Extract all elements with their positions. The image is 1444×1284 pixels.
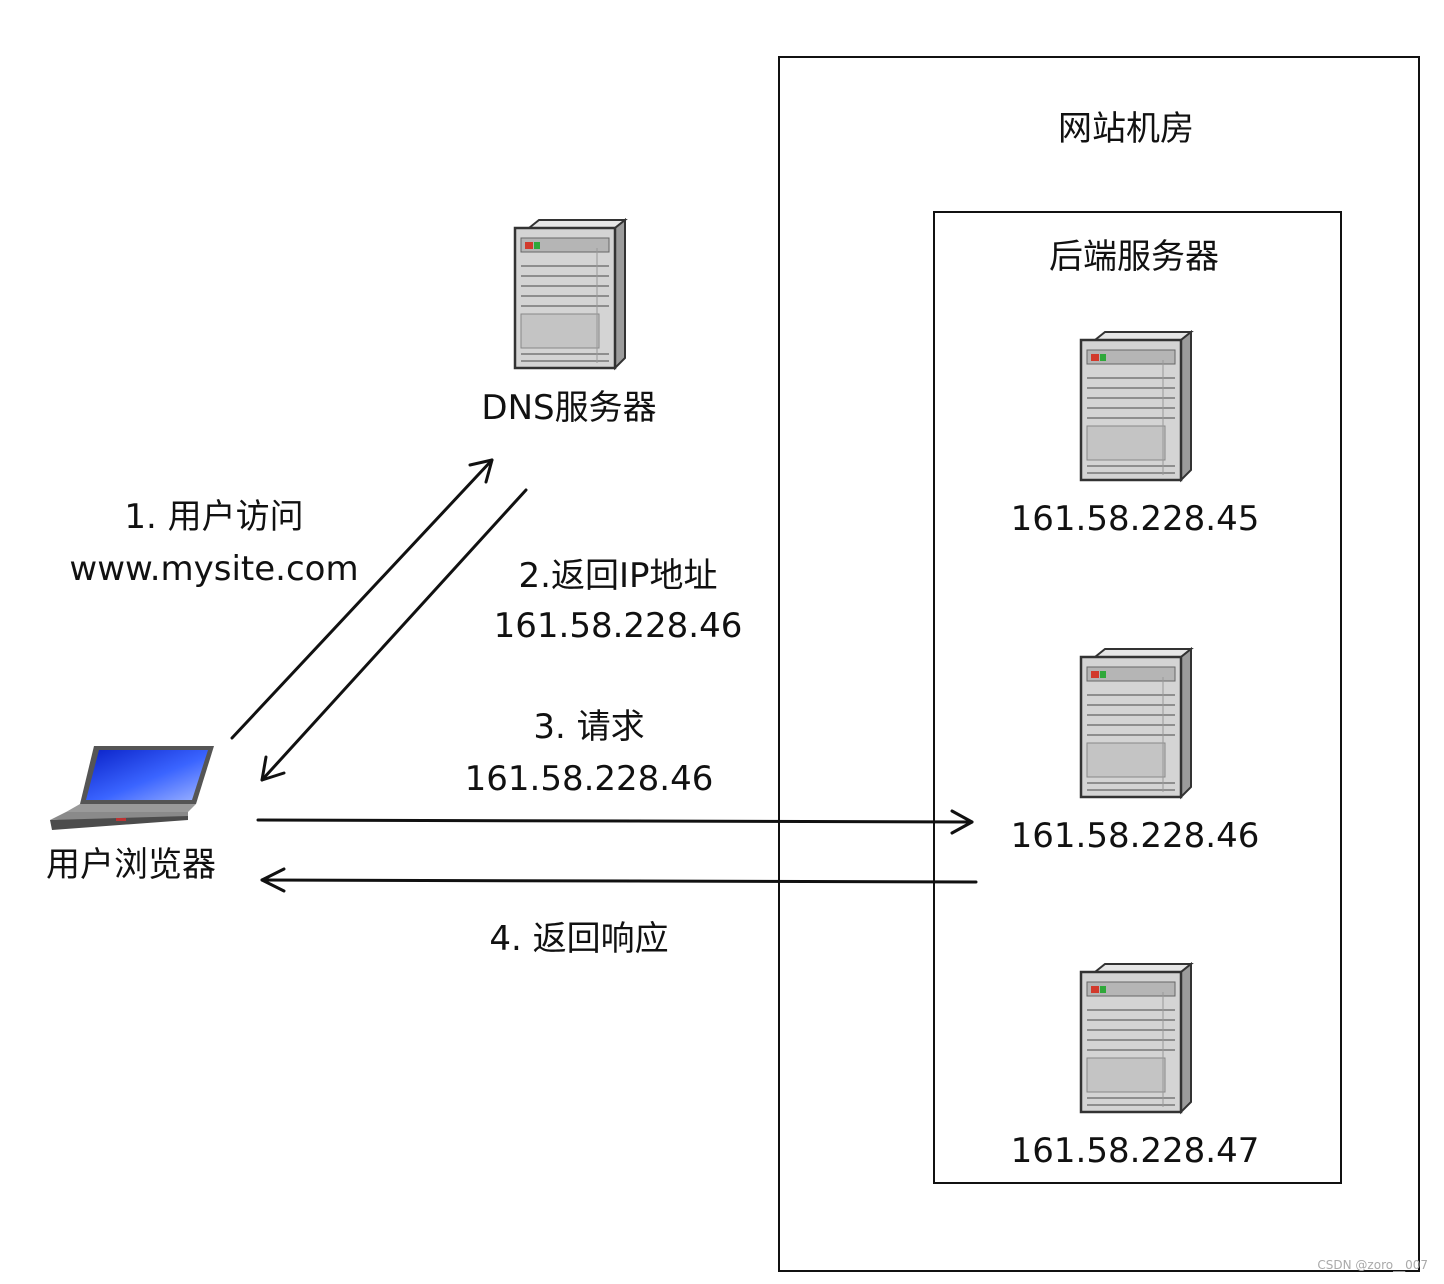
datacenter-label: 网站机房: [1058, 109, 1194, 149]
arrow-return-ip: [260, 488, 528, 782]
backend-box: [933, 211, 1342, 1184]
step4-title: 4. 返回响应: [489, 919, 669, 959]
server-ip-2: 161.58.228.46: [1010, 816, 1260, 856]
server-ip-1: 161.58.228.45: [1010, 499, 1260, 539]
server-ip-3: 161.58.228.47: [1010, 1131, 1260, 1171]
datacenter-box: [778, 56, 1420, 1272]
step3-title: 3. 请求: [533, 707, 645, 747]
laptop-icon: [50, 746, 214, 830]
step2-detail: 161.58.228.46: [493, 606, 743, 646]
watermark: CSDN @zoro__007: [1317, 1258, 1428, 1272]
backend-label: 后端服务器: [1049, 237, 1219, 277]
step1-title: 1. 用户访问: [124, 497, 304, 537]
step1-detail: www.mysite.com: [69, 549, 359, 589]
arrow-request: [256, 818, 974, 824]
browser-label: 用户浏览器: [46, 845, 216, 885]
step2-title: 2.返回IP地址: [518, 556, 718, 596]
arrow-access-dns: [230, 458, 494, 740]
step3-detail: 161.58.228.46: [464, 759, 714, 799]
dns-server-label: DNS服务器: [481, 388, 657, 428]
arrow-response: [260, 878, 978, 884]
